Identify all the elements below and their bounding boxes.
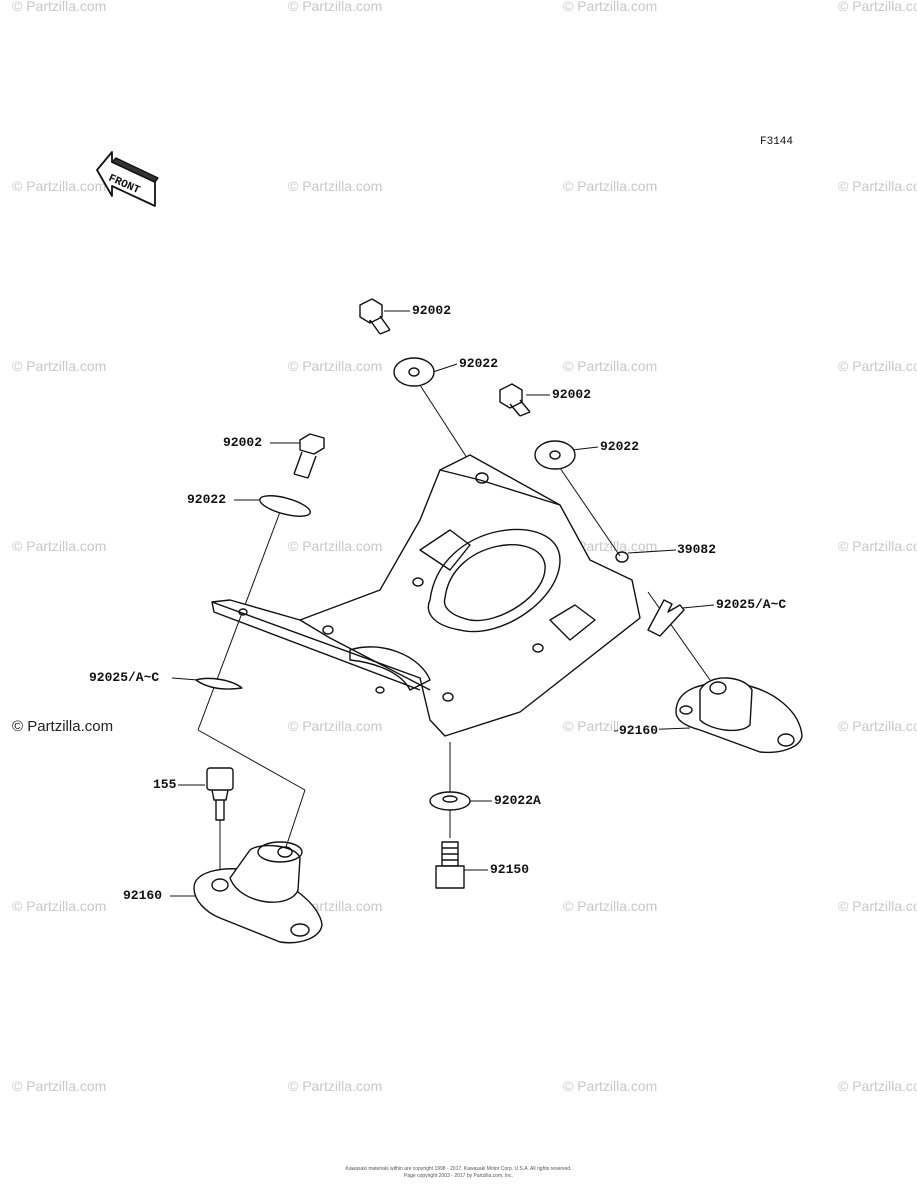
watermark: © Partzilla.com — [12, 0, 107, 14]
mount-92160-right — [675, 677, 803, 754]
part-label-39082: 39082 — [676, 542, 718, 557]
watermark: © Partzilla.com — [563, 898, 658, 914]
clip-92025-right — [647, 599, 685, 637]
watermark: © Partzilla.com — [12, 358, 107, 374]
brand-text: © Partzilla.com — [12, 718, 114, 735]
watermark: © Partzilla.com — [838, 358, 917, 374]
part-label-92160-right: 92160 — [618, 723, 660, 738]
watermark: © Partzilla.com — [838, 178, 917, 194]
washer-92022-left — [259, 495, 311, 517]
clip-92025-left — [195, 677, 243, 690]
watermark: © Partzilla.com — [563, 0, 658, 14]
part-label-92025-left: 92025/A~C — [88, 670, 161, 685]
bolt-155 — [206, 767, 234, 821]
part-label-92002-top-a: 92002 — [411, 303, 453, 318]
bolt-92150 — [435, 841, 465, 889]
watermark: © Partzilla.com — [12, 898, 107, 914]
part-label-155: 155 — [152, 777, 178, 792]
watermark: © Partzilla.com — [563, 358, 658, 374]
copyright-notice: Kawasaki materials within are copyright … — [0, 1166, 917, 1180]
bracket-39082 — [211, 454, 641, 737]
watermark: © Partzilla.com — [288, 1078, 383, 1094]
part-label-92022-left: 92022 — [186, 492, 228, 507]
watermark: © Partzilla.com — [288, 718, 383, 734]
figure-code: F3144 — [760, 136, 794, 148]
part-label-92025-right: 92025/A~C — [715, 597, 788, 612]
watermark: © Partzilla.com — [288, 0, 383, 14]
part-label-92002-top-b: 92002 — [551, 387, 593, 402]
watermark: © Partzilla.com — [838, 538, 917, 554]
bolt-92002-left — [293, 433, 325, 479]
watermark: © Partzilla.com — [838, 1078, 917, 1094]
watermark: © Partzilla.com — [563, 538, 658, 554]
mount-92160-left — [193, 841, 323, 944]
part-label-92022-top-b: 92022 — [599, 439, 641, 454]
watermark: © Partzilla.com — [288, 358, 383, 374]
part-label-92022a: 92022A — [493, 793, 542, 808]
watermark: © Partzilla.com — [288, 178, 383, 194]
bolt-92002-top-b — [499, 383, 531, 417]
bolt-92002-top-a — [359, 298, 391, 335]
watermark: © Partzilla.com — [838, 0, 917, 14]
part-label-92022-top-a: 92022 — [458, 356, 500, 371]
washer-92022a — [429, 791, 471, 811]
watermark: © Partzilla.com — [563, 1078, 658, 1094]
front-arrow-icon: FRONT — [96, 151, 159, 207]
part-label-92150: 92150 — [489, 862, 531, 877]
watermark: © Partzilla.com — [838, 718, 917, 734]
part-label-92002-left: 92002 — [222, 435, 264, 450]
watermark: © Partzilla.com — [288, 538, 383, 554]
watermark: © Partzilla.com — [12, 538, 107, 554]
part-label-92160-left: 92160 — [122, 888, 164, 903]
watermark: © Partzilla.com — [12, 1078, 107, 1094]
watermark: © Partzilla.com — [12, 178, 107, 194]
copyright-line-2: Page copyright 2003 - 2017 by Partzilla.… — [404, 1173, 513, 1179]
copyright-line-1: Kawasaki materials within are copyright … — [345, 1166, 572, 1172]
watermark: © Partzilla.com — [563, 178, 658, 194]
watermark: © Partzilla.com — [838, 898, 917, 914]
